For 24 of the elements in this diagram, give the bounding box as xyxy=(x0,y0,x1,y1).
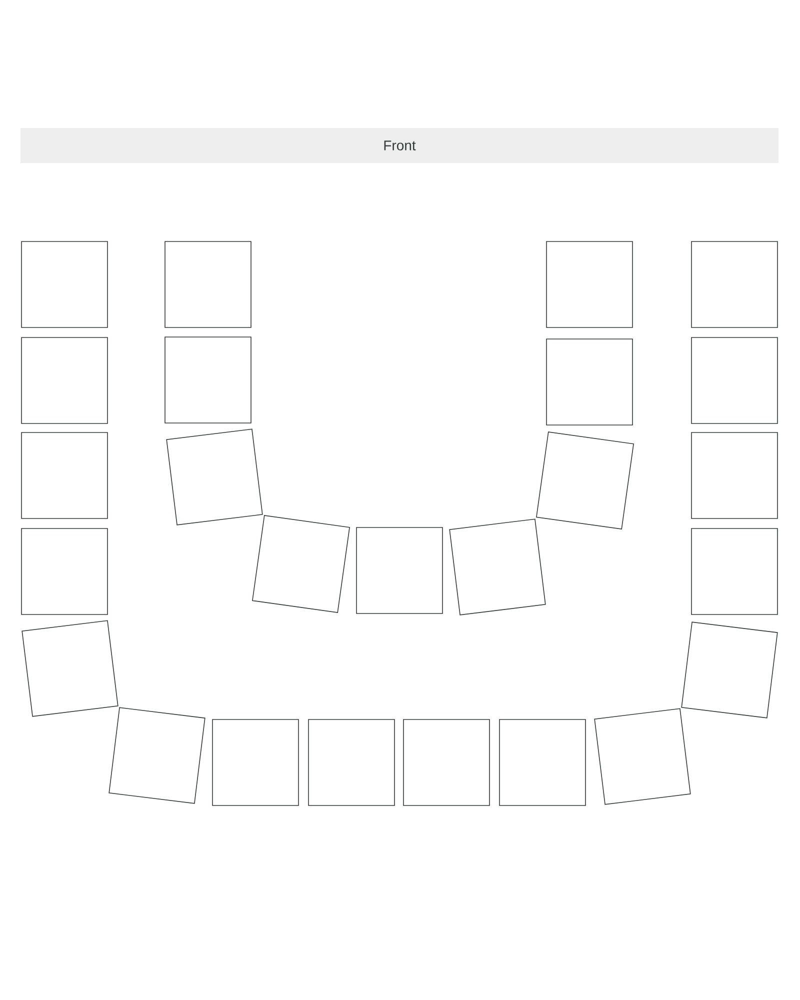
desk xyxy=(681,622,778,718)
desk xyxy=(21,337,108,424)
desk xyxy=(22,620,118,717)
desk xyxy=(356,527,443,614)
desk xyxy=(403,719,490,806)
desk xyxy=(691,241,778,328)
desk xyxy=(21,528,108,615)
desk xyxy=(546,241,633,328)
desk xyxy=(691,528,778,615)
desk xyxy=(691,432,778,519)
desk xyxy=(21,432,108,519)
desk xyxy=(546,338,633,426)
desk xyxy=(594,708,691,805)
desk xyxy=(166,428,263,526)
desk xyxy=(449,518,546,616)
desk xyxy=(164,336,252,424)
desk xyxy=(499,719,586,806)
desk xyxy=(212,719,299,806)
desk xyxy=(164,241,252,328)
desk xyxy=(308,719,395,806)
desk xyxy=(21,241,108,328)
desk xyxy=(108,707,206,804)
front-band: Front xyxy=(20,128,778,163)
desk xyxy=(691,337,778,424)
